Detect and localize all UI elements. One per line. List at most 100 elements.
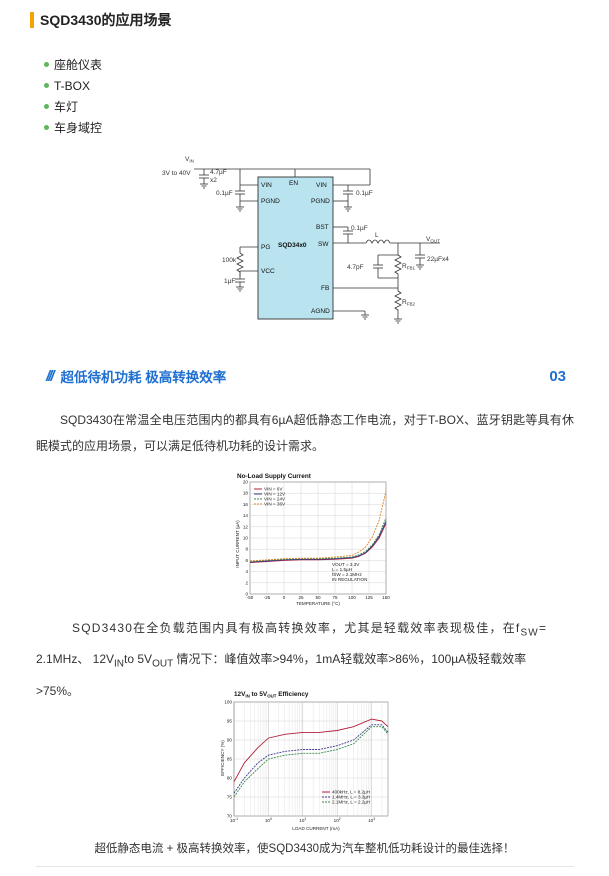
y-tick-label: 75: [227, 795, 233, 800]
bullet-dot-icon: [44, 104, 49, 109]
y-tick-label: 12: [243, 524, 249, 529]
list-item: 座舱仪表: [44, 54, 102, 75]
bullet-dot-icon: [44, 62, 49, 67]
y-tick-label: 8: [245, 547, 248, 552]
section-number: 03: [549, 367, 566, 385]
pin-sw-label: SW: [318, 241, 329, 248]
y-tick-label: 0: [245, 592, 248, 597]
cap-right-label: 0.1µF: [356, 190, 373, 197]
y-tick-label: 90: [227, 738, 233, 743]
cap-ff-label: 4.7pF: [347, 264, 364, 271]
pin-pgnd-left-label: PGND: [261, 198, 280, 205]
series-line: [233, 724, 389, 794]
bullet-dot-icon: [44, 83, 49, 88]
inductor-label: L: [375, 232, 379, 239]
divider: [36, 866, 574, 867]
condition-text: VOUT = 3.3V: [332, 562, 360, 567]
section-header-title: 超低待机功耗 极高转换效率: [60, 370, 227, 385]
section-title-text: SQD3430的应用场景: [40, 12, 172, 28]
list-item: T-BOX: [44, 75, 102, 96]
y-tick-label: 2: [245, 580, 248, 585]
x-tick-label: -25: [264, 595, 271, 600]
x-tick-label: 75: [332, 595, 338, 600]
legend-label: 400kHz, L = 8.2µH: [332, 790, 370, 795]
x-tick-label: 25: [298, 595, 304, 600]
legend-label: 2.1MHz, L = 2.2µH: [332, 800, 370, 805]
legend-label: 1.4MHz, L = 3.3µH: [332, 795, 370, 800]
efficiency-paragraph: SQD3430在全负载范围内具有极高转换效率，尤其是轻载效率表现极佳，在fSW=…: [36, 615, 574, 704]
pin-vcc-label: VCC: [261, 268, 275, 275]
pin-vin-right-label: VIN: [316, 182, 327, 189]
chip-name-label: SQD34x0: [278, 242, 307, 249]
para2-line3: >75%。: [36, 683, 80, 698]
legend-label: VIN = 24V: [264, 497, 286, 502]
summary-caption: 超低静态电流 + 极高转换效率，使SQD3430成为汽车整机低功耗设计的最佳选择…: [94, 843, 515, 855]
y-tick-label: 100: [224, 700, 232, 705]
cap-vcc-label: 1µF: [224, 278, 235, 285]
series-line: [249, 523, 387, 564]
intro-paragraph: SQD3430在常温全电压范围内的都具有6µA超低静态工作电流，对于T-BOX、…: [36, 413, 574, 453]
condition-text: fSW = 2.1MHz: [332, 572, 362, 577]
x-tick-label: 50: [315, 595, 321, 600]
chart1-xlabel: TEMPERATURE (°C): [296, 601, 340, 606]
pin-en-label: EN: [289, 180, 298, 187]
chart1-conditions: VOUT = 3.3V L = 1.5µH fSW = 2.1MHz IN RE…: [332, 562, 367, 582]
pin-pg-label: PG: [261, 244, 270, 251]
chart1-grid: [249, 481, 387, 595]
section-slashes-icon: ///: [46, 367, 54, 385]
section-title: SQD3430的应用场景: [30, 10, 171, 30]
condition-text: IN REGULATION: [332, 577, 367, 582]
title-accent-bar: [30, 12, 34, 28]
legend-label: VIN = 36V: [264, 502, 286, 507]
rfb1-label: RFB1: [402, 263, 415, 271]
list-item: 车灯: [44, 96, 102, 117]
pin-vin-left-label: VIN: [261, 182, 272, 189]
x-tick-label: 0: [283, 595, 286, 600]
x-tick-label: 150: [382, 595, 390, 600]
chart2-ylabel: EFFICIENCY (%): [220, 740, 225, 776]
series-line: [249, 517, 387, 562]
y-tick-label: 14: [243, 513, 249, 518]
input-cap-mult-label: x2: [210, 177, 217, 184]
series-line: [233, 718, 389, 783]
section-header: /// 超低待机功耗 极高转换效率 03: [46, 364, 566, 388]
y-tick-label: 4: [245, 569, 248, 574]
chart1-legend: VIN = 6V VIN = 12V VIN = 24V VIN = 36V: [254, 487, 286, 507]
pin-fb-label: FB: [321, 285, 329, 292]
ic-chip: [257, 176, 334, 320]
condition-text: L = 1.5µH: [332, 567, 352, 572]
para2-line2: 2.1MHz、 12VINto 5VOUT 情况下：峰值效率>94%，1mA轻载…: [36, 652, 527, 670]
x-tick-label: 101: [299, 817, 306, 823]
y-tick-label: 16: [243, 502, 249, 507]
chart2-title: 12VIN to 5VOUT Efficiency: [234, 691, 309, 699]
y-tick-label: 20: [243, 480, 249, 485]
y-tick-label: 70: [227, 814, 233, 819]
chart2-grid: [233, 701, 389, 817]
chart2-xlabel: LOAD CURRENT (mA): [292, 826, 340, 831]
x-tick-label: 100: [348, 595, 356, 600]
y-tick-label: 80: [227, 776, 233, 781]
chart1-title: No-Load Supply Current: [237, 473, 312, 480]
chart1-ylabel: INPUT CURRENT (µA): [235, 520, 240, 568]
x-tick-label: 100: [265, 817, 272, 823]
x-tick-label: 102: [334, 817, 341, 823]
legend-label: VIN = 12V: [264, 492, 286, 497]
output-cap-label: 22µFx4: [427, 256, 449, 263]
application-circuit-diagram: VIN 3V to 40V 4.7µF x2 EN VIN PGND VIN P…: [162, 156, 449, 324]
x-tick-label: 125: [365, 595, 373, 600]
series-line: [249, 490, 387, 562]
series-line: [233, 726, 389, 798]
y-tick-label: 10: [243, 536, 249, 541]
legend-label: VIN = 6V: [264, 487, 283, 492]
y-tick-label: 85: [227, 757, 233, 762]
r-pg-label: 100k: [222, 257, 237, 264]
vin-range-label: 3V to 40V: [162, 170, 191, 177]
vout-label: VOUT: [426, 236, 440, 244]
bullet-dot-icon: [44, 125, 49, 130]
cap-left-label: 0.1µF: [216, 190, 233, 197]
pin-agnd-label: AGND: [311, 308, 330, 315]
